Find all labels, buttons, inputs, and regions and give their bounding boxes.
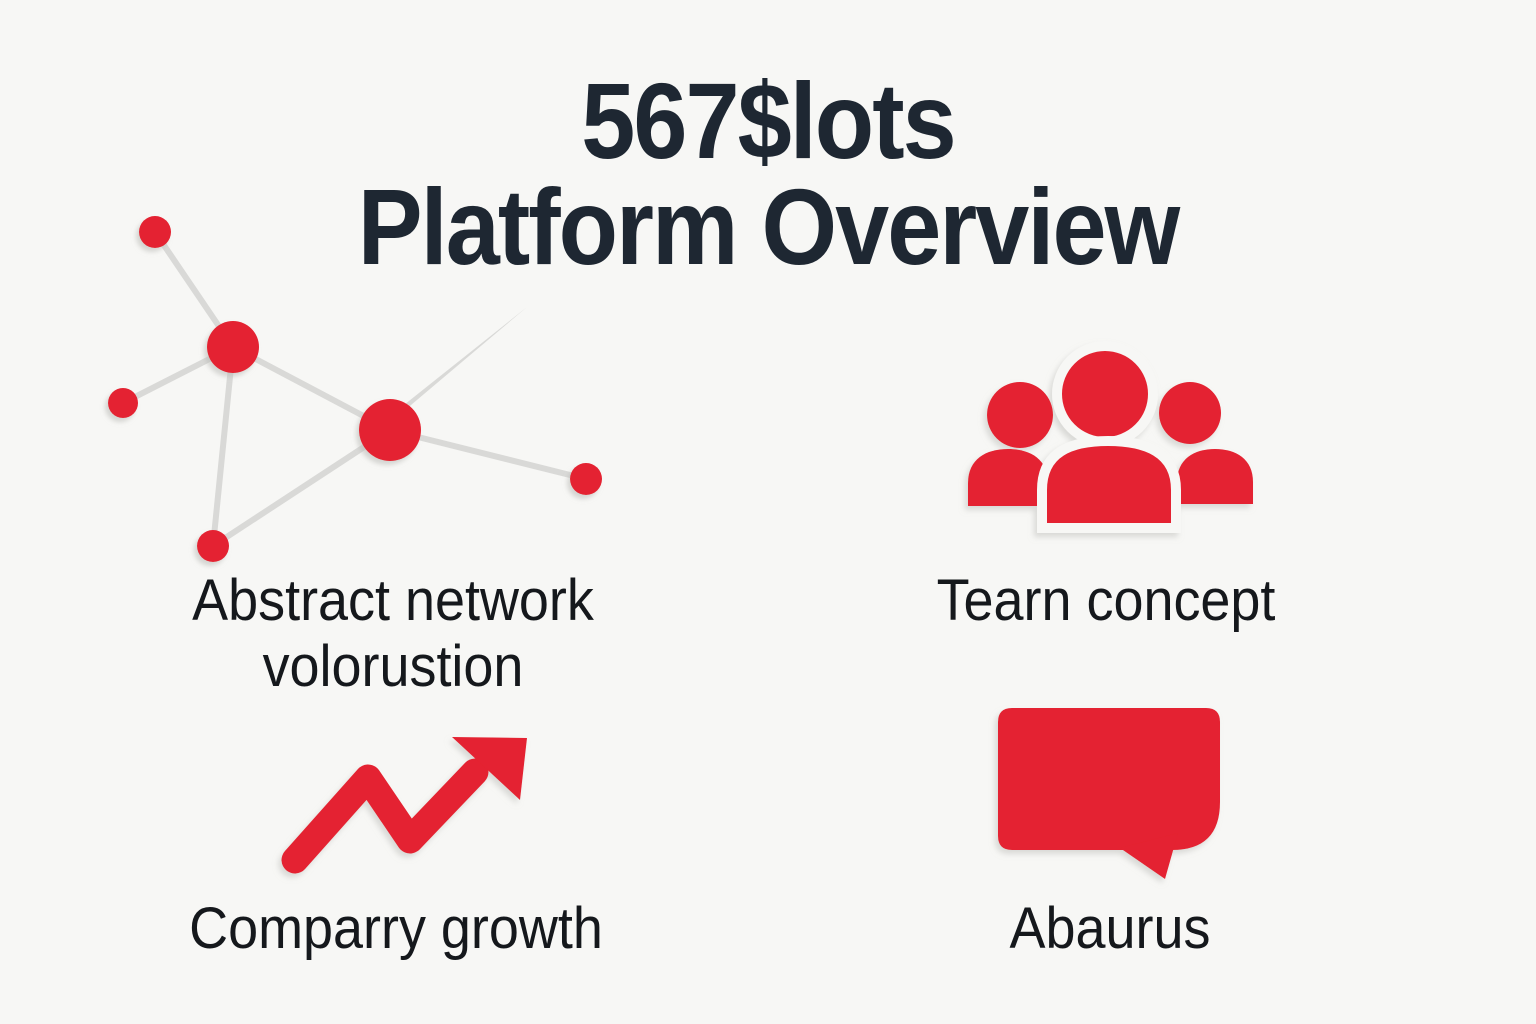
growth-arrow-icon <box>281 737 527 874</box>
chat-caption: Abaurus <box>1009 896 1211 961</box>
team-icon <box>968 341 1253 533</box>
title-subtitle: Platform Overview <box>357 166 1180 287</box>
network-ray <box>380 307 527 424</box>
network-caption-line2: volorustion <box>262 634 524 699</box>
growth-caption: Comparry growth <box>189 896 603 961</box>
network-edges <box>120 229 589 549</box>
team-caption: Tearn concept <box>936 568 1276 633</box>
speech-bubble-tail <box>1120 833 1178 879</box>
growth-arrow-shaft <box>281 758 489 874</box>
team-member-center <box>1037 341 1181 533</box>
speech-bubble-icon <box>998 708 1220 879</box>
growth-arrow-head <box>452 737 527 800</box>
team-member-right <box>1159 382 1253 504</box>
page-title: 567$lots Platform Overview <box>77 67 1459 281</box>
network-graph-icon <box>108 216 602 562</box>
network-caption-line1: Abstract network <box>192 568 594 633</box>
network-nodes <box>108 216 602 562</box>
team-member-left <box>968 382 1053 506</box>
network-caption: Abstract network volorustion <box>114 568 672 700</box>
title-brand: 567$lots <box>581 60 956 181</box>
speech-bubble-body <box>998 708 1220 850</box>
